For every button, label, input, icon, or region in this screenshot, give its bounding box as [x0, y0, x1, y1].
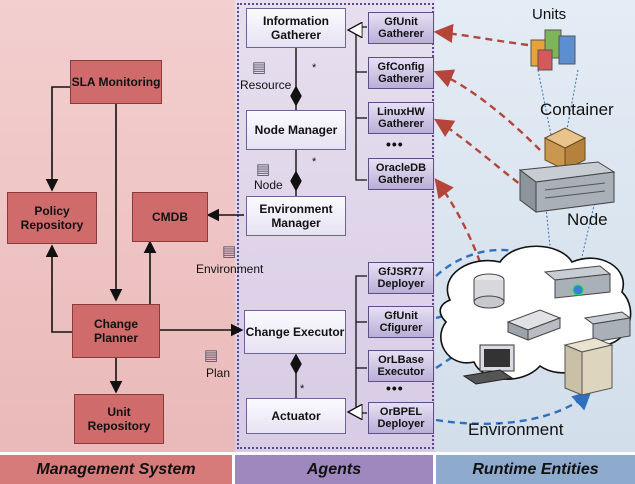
sla-monitoring-box: SLA Monitoring: [70, 60, 162, 104]
multiplicity-star: *: [300, 383, 305, 395]
units-icons: [530, 29, 576, 71]
deployer-box: OrLBase Executor: [368, 350, 434, 382]
node-data-label: Node: [254, 178, 283, 192]
environment-label: Environment: [468, 420, 564, 439]
container-icon: [543, 127, 587, 171]
resource-label: Resource: [240, 78, 292, 92]
document-stack-icon: ▤: [252, 59, 267, 76]
actuator-box: Actuator: [246, 398, 346, 434]
deployer-box: OrBPEL Deployer: [368, 402, 434, 434]
environment-data-label: Environment: [196, 262, 264, 276]
policy-repository-box: Policy Repository: [7, 192, 97, 244]
change-planner-box: Change Planner: [72, 304, 160, 358]
management-arrows: [45, 86, 244, 394]
gatherer-box: GfConfig Gatherer: [368, 57, 434, 89]
deployer-box: GfUnit Cfigurer: [368, 306, 434, 338]
unit-repository-box: Unit Repository: [74, 394, 164, 444]
node-server-icon: [518, 161, 616, 213]
container-label: Container: [540, 100, 614, 119]
multiplicity-star: *: [312, 62, 317, 74]
deployers-ellipsis: •••: [386, 380, 404, 396]
node-label: Node: [567, 210, 608, 229]
deployer-inheritance: [348, 275, 367, 413]
management-system-footer: Management System: [0, 455, 232, 484]
agent-compositions: [290, 47, 302, 398]
gatherers-ellipsis: •••: [386, 136, 404, 152]
agents-boundary: [237, 3, 434, 449]
document-stack-icon: ▤: [222, 243, 237, 260]
gatherer-box: LinuxHW Gatherer: [368, 102, 434, 134]
gatherer-box: GfUnit Gatherer: [368, 12, 434, 44]
gatherer-inheritance: [348, 27, 367, 181]
change-executor-box: Change Executor: [244, 310, 346, 354]
gather-arrows: [433, 23, 541, 263]
environment-devices: [462, 265, 632, 396]
runtime-entities-footer: Runtime Entities: [436, 455, 635, 484]
multiplicity-star: *: [312, 156, 317, 168]
gatherer-box: OracleDB Gatherer: [368, 158, 434, 190]
units-label: Units: [532, 6, 567, 23]
information-gatherer-box: Information Gatherer: [246, 8, 346, 48]
runtime-links: [537, 69, 601, 266]
plan-label: Plan: [206, 366, 231, 380]
cmdb-box: CMDB: [132, 192, 208, 242]
node-manager-box: Node Manager: [246, 110, 346, 150]
document-stack-icon: ▤: [256, 161, 271, 178]
agents-footer: Agents: [235, 455, 433, 484]
deployer-box: GfJSR77 Deployer: [368, 262, 434, 294]
document-stack-icon: ▤: [204, 347, 219, 364]
environment-manager-box: Environment Manager: [246, 196, 346, 236]
